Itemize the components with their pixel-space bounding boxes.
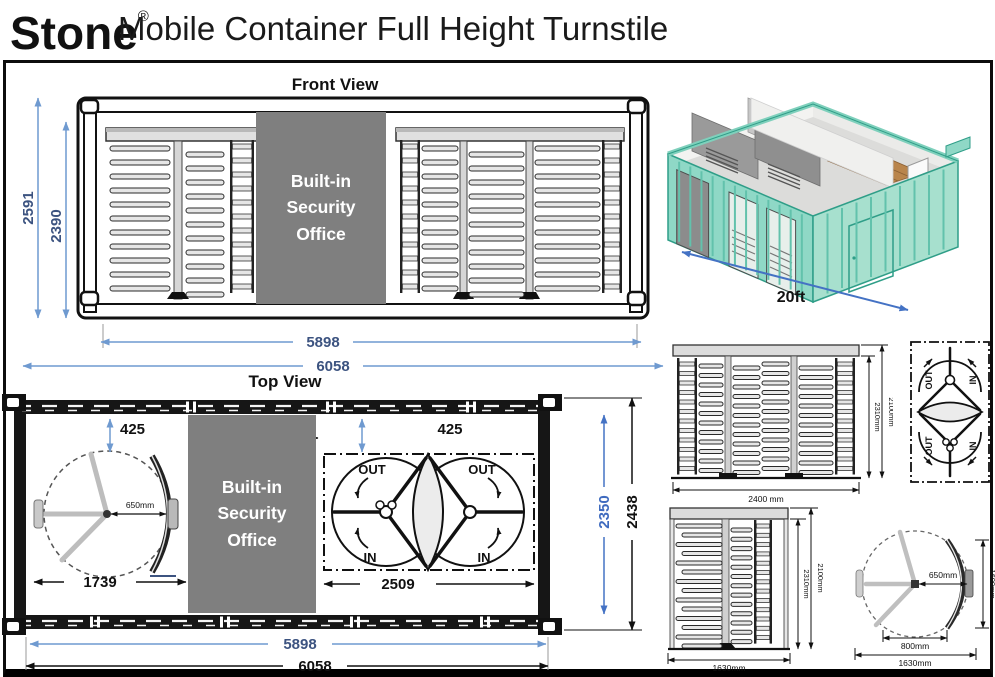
turnstile-bars	[675, 523, 723, 640]
corner-castings	[2, 394, 562, 635]
dim-outer-width: 6058	[298, 658, 331, 675]
dim-inner-width: 5898	[306, 334, 339, 351]
dim-gap-right: 425	[437, 421, 462, 438]
turnstile-bars	[681, 532, 723, 649]
turnstile-bars	[730, 527, 753, 645]
dim-single-zone: 1739	[83, 574, 116, 591]
front-view-label: Front View	[291, 75, 379, 94]
flow-in-label: IN	[968, 442, 978, 451]
turnstile-ladder	[754, 520, 772, 644]
office-line: Security	[217, 503, 287, 524]
turnstile-ladder	[677, 358, 697, 475]
roof-flap	[945, 136, 971, 158]
dim-outer-depth: 2438	[624, 495, 641, 528]
dim-height-outer: 2100mm	[816, 563, 825, 592]
container-door-closed	[676, 168, 710, 259]
top-view-label: Top View	[248, 372, 322, 391]
top-view-drawing: 650mm	[2, 394, 642, 675]
dim-gate-width: 800mm	[901, 641, 929, 651]
single-unit-top-drawing: 650mm 800mm 1630mm 1600mm	[854, 529, 995, 668]
single-turnstile-top: 650mm	[33, 450, 179, 578]
flow-in-label: IN	[968, 376, 978, 385]
turnstile-ladder	[835, 358, 855, 475]
double-turnstile-top: OUT OUT IN IN	[323, 451, 535, 573]
office-line: Built-in	[221, 476, 283, 497]
turnstile-bars	[468, 151, 525, 298]
container-shell-top	[2, 394, 562, 635]
dim-gap-left: 425	[120, 421, 145, 438]
registered-mark: ®	[137, 8, 149, 25]
dim-outer-width: 6058	[316, 358, 349, 375]
office-line: Security	[286, 197, 356, 218]
content-frame	[3, 60, 993, 677]
turnstile-ladder	[602, 140, 622, 293]
dim-height-inner: 2310mm	[802, 569, 811, 598]
dim-width: 1630mm	[712, 663, 745, 673]
interior-turnstile-grids	[705, 147, 801, 190]
stone-logo: Stone®	[10, 6, 149, 60]
turnstile-bars	[732, 365, 761, 475]
dim-rotor-radius: 650mm	[126, 500, 154, 510]
dim-rotor-radius: 650mm	[929, 570, 957, 580]
front-view-dimensions: 2591 2390 5898 6058	[20, 97, 664, 375]
turnstile-bars	[109, 145, 171, 292]
dim-inner-depth: 2350	[596, 495, 613, 528]
dim-height-inner: 2310mm	[873, 402, 882, 431]
length-arrow	[681, 250, 909, 312]
flow-in-label: IN	[364, 550, 377, 565]
turnstile-bars	[421, 145, 459, 292]
flow-out-label: OUT	[358, 462, 386, 477]
dim-width: 2400 mm	[748, 494, 783, 504]
turnstile-ladder	[230, 140, 254, 293]
single-unit-front-dimensions: 2310mm 2100mm 1630mm	[667, 507, 825, 673]
double-unit-front-drawing: 2310mm 2100mm 2400 mm	[671, 344, 893, 504]
single-unit-front-drawing: 2310mm 2100mm 1630mm	[667, 507, 825, 673]
turnstile-bars	[185, 151, 225, 298]
security-office-front: Built-in Security Office	[256, 112, 386, 304]
dim-inner-height: 2390	[48, 209, 65, 242]
dim-container-length: 20ft	[777, 289, 806, 306]
turnstile-bars	[798, 365, 834, 475]
interior-partitions	[691, 97, 894, 189]
flow-in-label: IN	[478, 550, 491, 565]
dim-outer-height: 2591	[20, 191, 37, 224]
page-title: Mobile Container Full Height Turnstile	[118, 10, 669, 47]
flow-out-label: OUT	[468, 462, 496, 477]
dim-height-outer: 2100mm	[887, 397, 893, 426]
dim-width: 1630mm	[898, 658, 931, 668]
dim-double-zone: 2509	[381, 576, 414, 593]
double-unit-front-dimensions: 2310mm 2100mm 2400 mm	[672, 344, 893, 504]
iso-3d-view: 20ft	[666, 97, 971, 312]
flow-out-label: OUT	[924, 436, 934, 456]
turnstile-bars	[761, 361, 790, 471]
flow-out-label: OUT	[924, 370, 934, 390]
dim-inner-width: 5898	[283, 636, 316, 653]
office-line: Office	[296, 223, 346, 244]
single-turnstile-front	[105, 127, 259, 300]
office-line: Office	[227, 529, 277, 550]
logo-text-initial: Stone	[10, 7, 138, 59]
turnstile-bars	[534, 145, 601, 292]
turnstile-ladder	[400, 140, 420, 293]
turnstile-bars	[698, 363, 724, 473]
dim-depth: 1600mm	[988, 569, 995, 598]
double-turnstile-front	[395, 127, 625, 300]
office-line: Built-in	[290, 170, 352, 191]
front-view-drawing: 2591 2390 5898 6058	[20, 96, 664, 375]
single-unit-top-dimensions: 650mm 800mm 1630mm 1600mm	[854, 539, 995, 668]
security-office-top: Built-in Security Office	[188, 415, 316, 613]
double-unit-top-drawing: OUT IN OUT IN	[910, 341, 990, 483]
